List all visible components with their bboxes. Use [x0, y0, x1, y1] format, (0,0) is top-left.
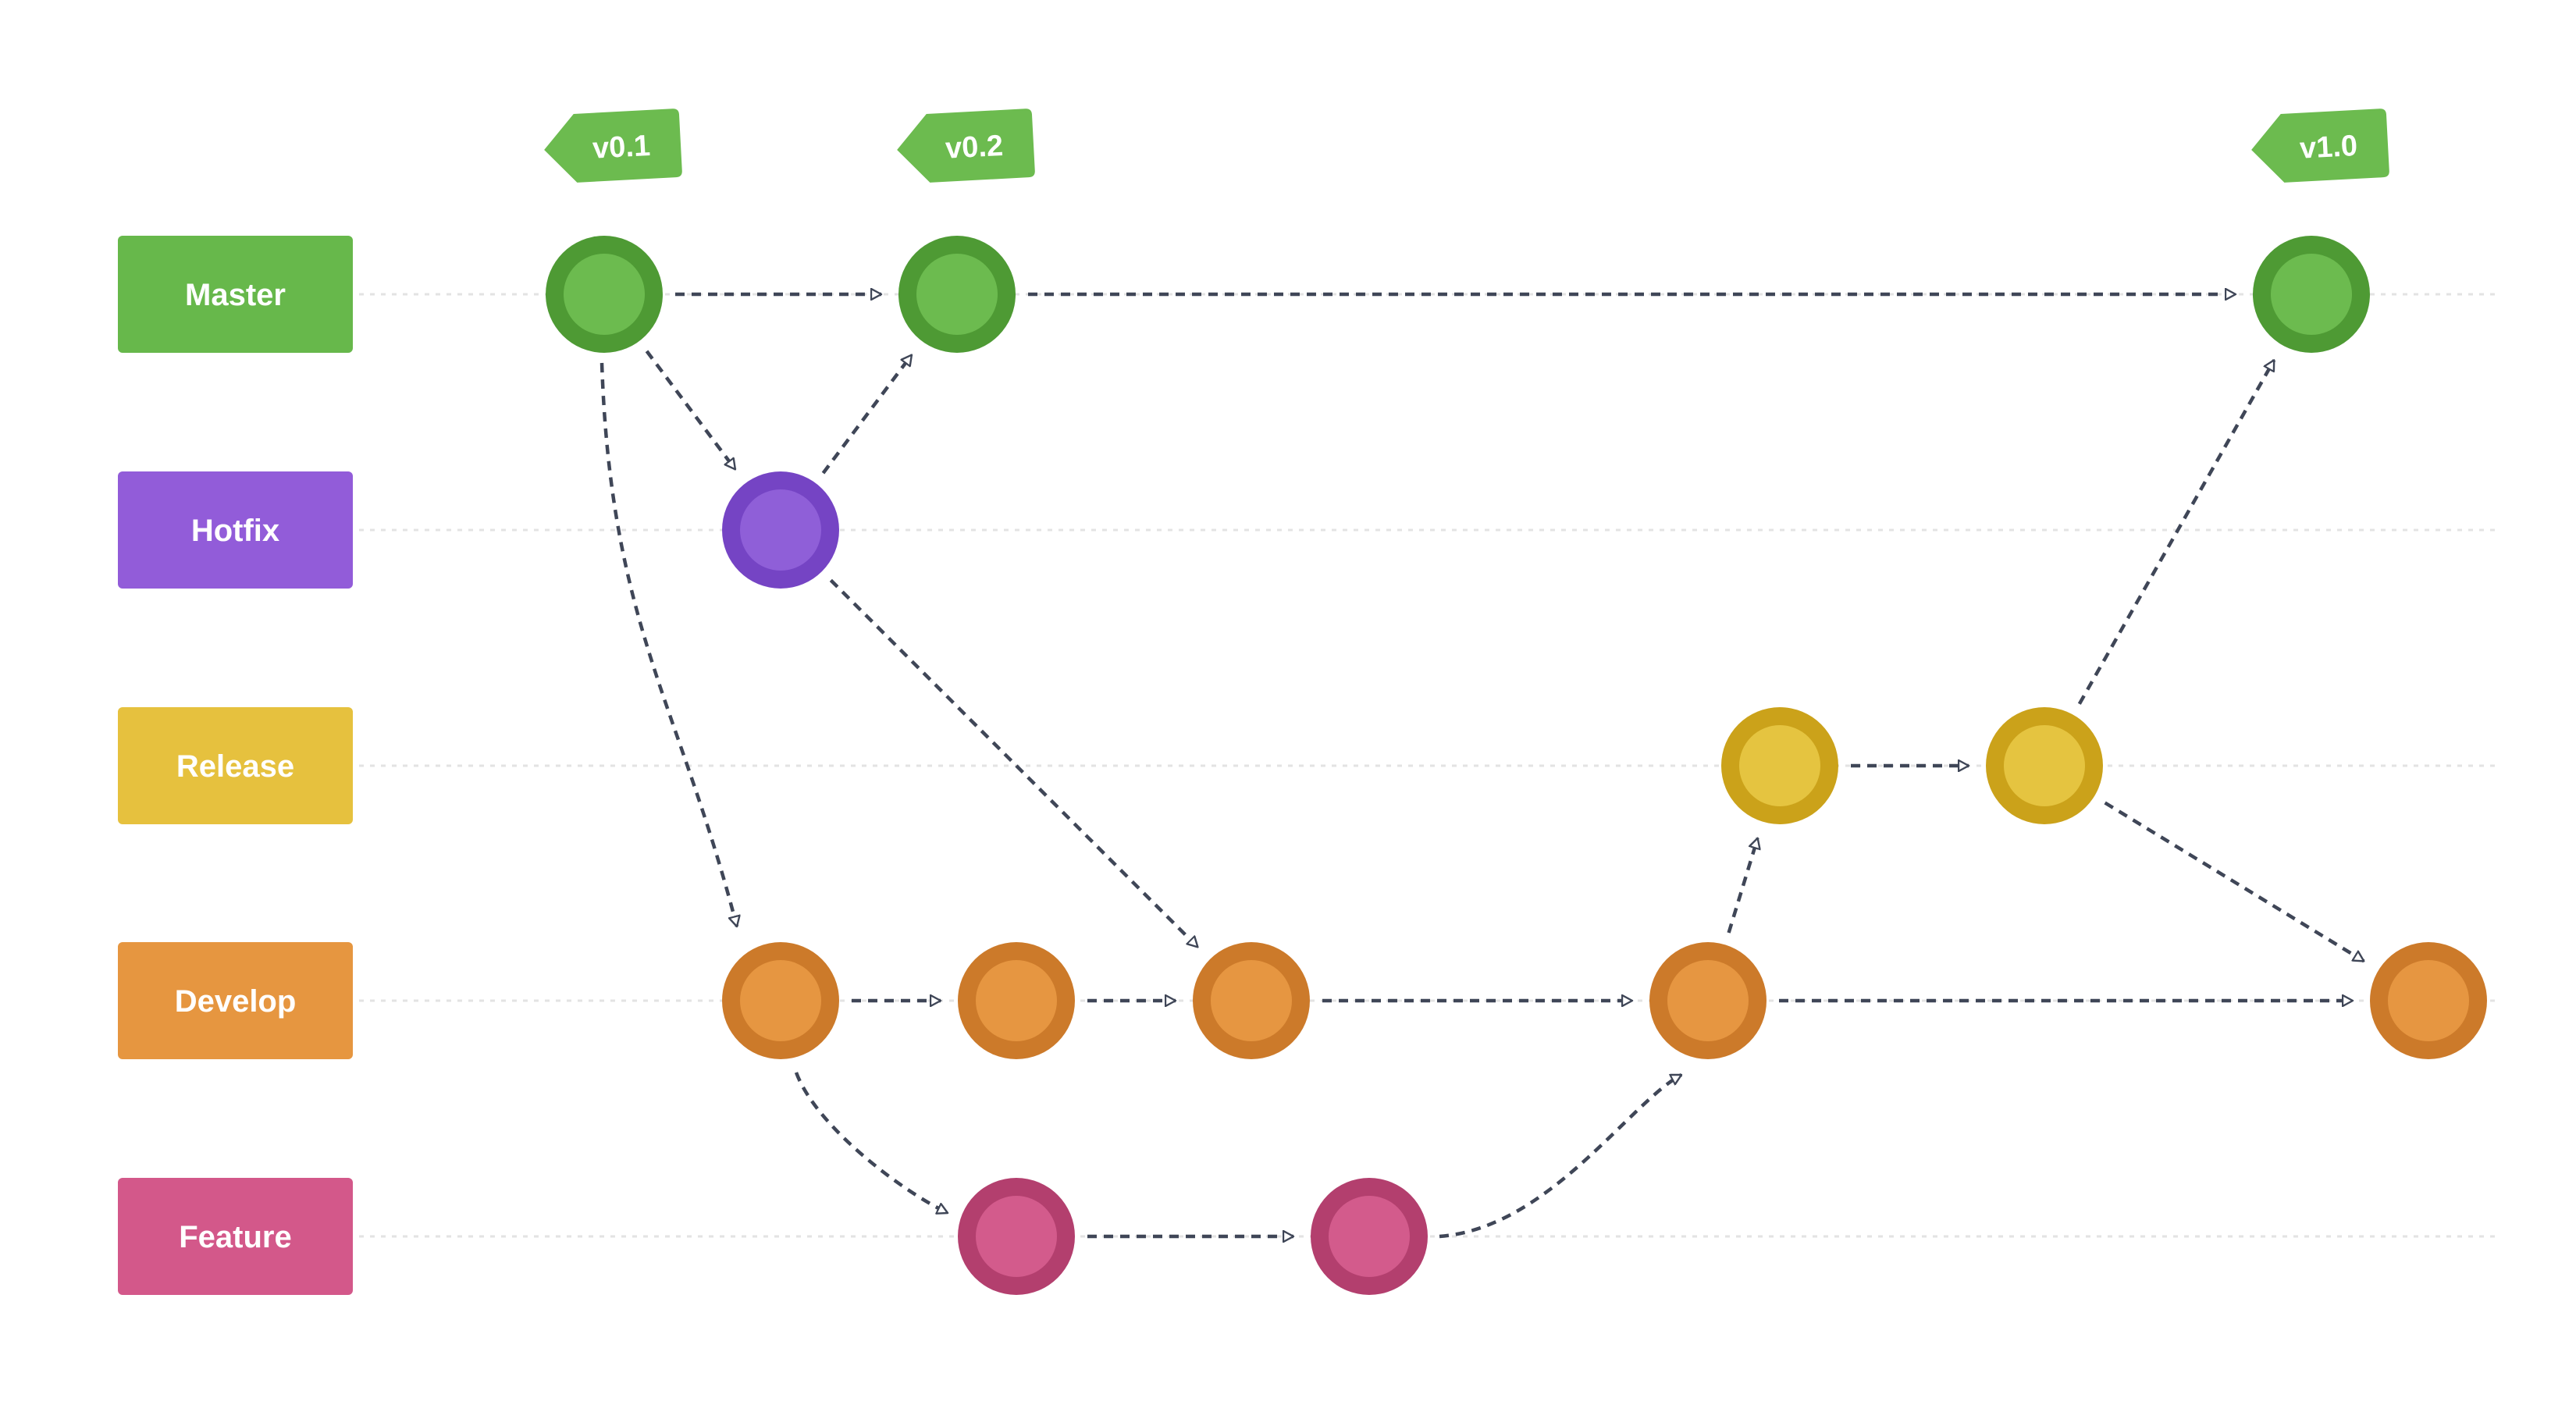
commit-node-h1: [722, 471, 839, 589]
branch-label-hotfix: Hotfix: [118, 471, 353, 589]
commit-core: [1329, 1196, 1410, 1277]
tag-shape: [2251, 108, 2389, 183]
commit-nodes: [546, 236, 2487, 1295]
commit-node-f2: [1311, 1178, 1428, 1295]
merge-arrow-r2-d5: [2104, 801, 2364, 963]
merge-arrow-m1-h1: [645, 350, 737, 471]
merge-arrow-f2-d4: [1439, 1073, 1681, 1239]
version-tag-m2: v0.2: [897, 108, 1035, 183]
tag-shape: [544, 108, 682, 183]
commit-node-d4: [1649, 942, 1767, 1059]
commit-core: [1211, 960, 1292, 1041]
branch-label-box: [118, 942, 353, 1059]
tag-shape: [897, 108, 1035, 183]
tag-label: v0.1: [592, 130, 651, 165]
branch-label-box: [118, 707, 353, 824]
commit-node-d1: [722, 942, 839, 1059]
branch-label-feature: Feature: [118, 1178, 353, 1295]
commit-node-r2: [1986, 707, 2103, 824]
commit-core: [976, 960, 1057, 1041]
branch-label-text: Develop: [175, 984, 297, 1019]
merge-arrow-d4-r1: [1727, 838, 1758, 934]
branch-guide-lines: [359, 293, 2498, 1238]
commit-node-d5: [2370, 942, 2487, 1059]
commit-node-m3: [2253, 236, 2370, 353]
merge-arrows: [600, 294, 2364, 1239]
version-tags: v0.1 v0.2 v1.0: [544, 108, 2389, 183]
commit-core: [2388, 960, 2469, 1041]
branch-label-master: Master: [118, 236, 353, 353]
commit-node-m2: [898, 236, 1016, 353]
branch-label-box: [118, 1178, 353, 1295]
branch-label-release: Release: [118, 707, 353, 824]
version-tag-m1: v0.1: [544, 108, 682, 183]
version-tag-m3: v1.0: [2251, 108, 2389, 183]
commit-node-r1: [1721, 707, 1838, 824]
commit-node-f1: [958, 1178, 1075, 1295]
branch-label-text: Master: [185, 278, 286, 312]
commit-node-d3: [1193, 942, 1310, 1059]
commit-node-d2: [958, 942, 1075, 1059]
merge-arrow-d1-f1: [794, 1072, 948, 1215]
commit-core: [740, 960, 821, 1041]
commit-core: [564, 254, 645, 335]
commit-core: [916, 254, 998, 335]
branch-label-develop: Develop: [118, 942, 353, 1059]
commit-core: [976, 1196, 1057, 1277]
commit-core: [740, 489, 821, 571]
merge-arrow-r2-m3: [2077, 360, 2276, 705]
commit-node-m1: [546, 236, 663, 353]
merge-arrow-h1-d3: [829, 578, 1200, 949]
commit-core: [1667, 960, 1749, 1041]
branch-label-box: [118, 471, 353, 589]
branch-label-box: [118, 236, 353, 353]
tag-label: v0.2: [945, 130, 1004, 165]
commit-core: [2004, 725, 2085, 806]
commit-core: [1739, 725, 1820, 806]
commit-core: [2271, 254, 2352, 335]
branch-label-text: Hotfix: [191, 514, 279, 548]
branch-label-text: Release: [176, 749, 294, 784]
merge-arrow-m1-d1: [600, 362, 737, 927]
merge-arrow-h1-m2: [821, 354, 913, 475]
branch-label-text: Feature: [179, 1220, 292, 1254]
tag-label: v1.0: [2299, 130, 2358, 165]
